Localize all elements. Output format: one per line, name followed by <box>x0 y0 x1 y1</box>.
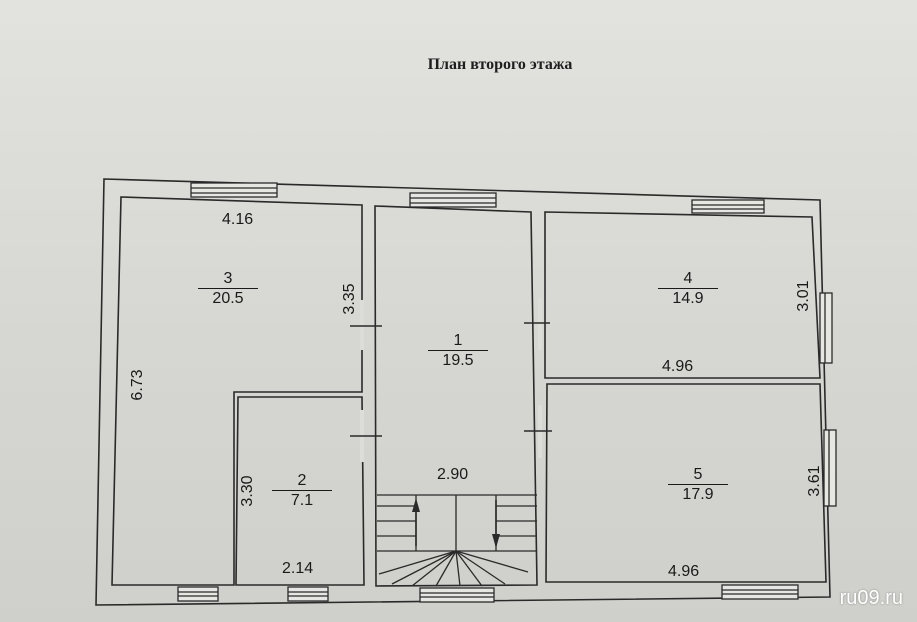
dim-room5-height: 3.61 <box>806 465 823 497</box>
windows <box>177 182 837 603</box>
window-bottom-2 <box>287 586 329 602</box>
room-1-outline <box>374 205 538 587</box>
outer-wall-outline <box>95 178 831 606</box>
room-2-label: 2 7.1 <box>272 472 332 511</box>
room-1-area: 19.5 <box>442 352 474 369</box>
room-5-label: 5 17.9 <box>668 466 728 505</box>
window-top-1 <box>190 182 278 198</box>
dim-room4-width: 4.96 <box>662 358 694 375</box>
dim-room1-width: 2.90 <box>437 466 469 483</box>
staircase <box>377 494 537 587</box>
room-4-area: 14.9 <box>672 290 704 307</box>
window-bottom-1 <box>177 586 219 602</box>
room-4-label: 4 14.9 <box>658 270 718 309</box>
dim-room3-partition: 3.35 <box>341 283 358 315</box>
window-top-2 <box>409 192 497 208</box>
room-3-label: 3 20.5 <box>198 270 258 309</box>
dim-room4-height: 3.01 <box>795 280 812 312</box>
window-bottom-4 <box>721 584 799 600</box>
room-3-outline <box>111 196 363 586</box>
window-right-2 <box>823 429 837 507</box>
dim-room3-width: 4.16 <box>222 211 254 228</box>
room-2-number: 2 <box>272 472 332 491</box>
dim-room2-height: 3.30 <box>239 475 256 507</box>
room-5-outline <box>545 383 827 583</box>
room-1-label: 1 19.5 <box>428 332 488 371</box>
watermark: ru09.ru <box>839 587 903 609</box>
room-5-number: 5 <box>668 466 728 485</box>
plan-title: План второго этажа <box>427 56 573 73</box>
room-3-number: 3 <box>198 270 258 289</box>
dim-room5-width: 4.96 <box>668 563 700 580</box>
window-top-3 <box>691 199 765 214</box>
room-5-area: 17.9 <box>682 486 714 503</box>
dim-room2-width: 2.14 <box>282 560 314 577</box>
room-1-number: 1 <box>428 332 488 351</box>
window-right-1 <box>819 292 833 364</box>
room-3-area: 20.5 <box>212 290 244 307</box>
room-2-outline <box>235 396 365 586</box>
window-bottom-3 <box>419 587 495 603</box>
door-marks <box>350 298 552 462</box>
room-2-area: 7.1 <box>290 492 314 509</box>
room-4-number: 4 <box>658 270 718 289</box>
dim-room3-height: 6.73 <box>129 369 146 401</box>
